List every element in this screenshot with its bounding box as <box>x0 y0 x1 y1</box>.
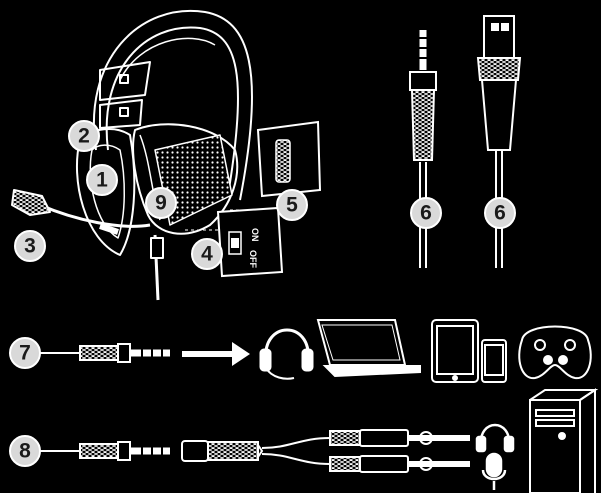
switch-off-label: OFF <box>248 250 258 268</box>
y-splitter-cable <box>181 429 470 473</box>
callout-3: 3 <box>14 230 46 262</box>
callout-6-usb-label: 6 <box>494 202 506 225</box>
desktop-tower-icon <box>529 388 599 493</box>
arrow-right-icon <box>182 342 250 366</box>
callout-6-usb: 6 <box>484 197 516 229</box>
callout-1-label: 1 <box>96 169 108 192</box>
headphone-icon <box>259 328 314 380</box>
callout-8: 8 <box>9 435 41 467</box>
microphone-icon <box>481 452 507 490</box>
phone-icon <box>481 339 507 383</box>
callout-9-label: 9 <box>155 192 167 215</box>
callout-7-label: 7 <box>19 342 31 365</box>
callout-3-label: 3 <box>24 235 36 258</box>
callout-7: 7 <box>9 337 41 369</box>
laptop-icon <box>316 319 421 378</box>
headphone-small-icon <box>475 423 515 453</box>
callouts: 1 2 3 4 5 6 6 7 <box>9 120 516 467</box>
gamepad-icon <box>518 325 592 380</box>
callout-6-jack-label: 6 <box>420 202 432 225</box>
callout-9: 9 <box>145 187 177 219</box>
callout-2: 2 <box>68 120 100 152</box>
callout-6-jack: 6 <box>410 197 442 229</box>
callout-5-label: 5 <box>286 194 298 217</box>
callout-1: 1 <box>86 164 118 196</box>
callout-2-label: 2 <box>78 125 90 148</box>
switch-on-label: ON <box>250 228 260 242</box>
callout-5: 5 <box>276 189 308 221</box>
callout-4-label: 4 <box>201 243 213 266</box>
callout-4: 4 <box>191 238 223 270</box>
row7-jack <box>40 343 170 363</box>
jack-35mm-vertical <box>409 30 437 268</box>
power-switch-zoom: ON OFF <box>216 206 284 278</box>
row8-jack <box>40 441 170 461</box>
tablet-icon <box>431 319 479 383</box>
callout-8-label: 8 <box>19 440 31 463</box>
usb-connector-vertical <box>476 15 522 268</box>
volume-wheel-zoom <box>256 120 322 198</box>
